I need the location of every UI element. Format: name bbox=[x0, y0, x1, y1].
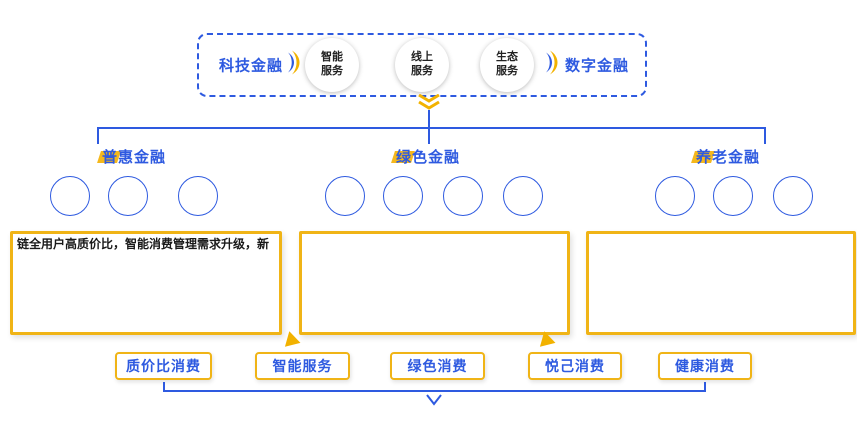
bracket-line bbox=[163, 382, 165, 391]
bracket-line bbox=[704, 382, 706, 391]
node-circle bbox=[178, 176, 218, 216]
pointer-arrow-icon bbox=[281, 329, 301, 347]
node-circle bbox=[503, 176, 543, 216]
node-circle bbox=[655, 176, 695, 216]
content-box-right bbox=[586, 231, 856, 335]
node-circle bbox=[50, 176, 90, 216]
bracket-arrow-icon bbox=[426, 393, 442, 411]
node-circle bbox=[383, 176, 423, 216]
top-services-panel: 科技金融 智能 服务 线上 服务 生态 服务 数字金融 bbox=[197, 33, 647, 97]
bottom-label-self-consumption: 悦己消费 bbox=[528, 352, 622, 380]
service-circle: 线上 服务 bbox=[395, 38, 449, 92]
down-chevron-icon bbox=[417, 93, 441, 115]
service-circle-label: 线上 bbox=[411, 51, 433, 64]
service-circle-label: 服务 bbox=[496, 65, 518, 77]
bottom-label-health-consumption: 健康消费 bbox=[658, 352, 752, 380]
connector-line bbox=[764, 127, 766, 144]
swoosh-icon bbox=[287, 50, 303, 81]
bottom-label-green-consumption: 绿色消费 bbox=[390, 352, 485, 380]
swoosh-icon bbox=[545, 50, 561, 81]
service-circle-label: 智能 bbox=[321, 51, 343, 64]
service-circle: 智能 服务 bbox=[305, 38, 359, 92]
branch-title-inclusive-finance: 普惠金融 bbox=[97, 146, 166, 167]
box-note: 链全用户高质价比，智能消费管理需求升级，新 bbox=[17, 237, 270, 251]
service-circle-label: 服务 bbox=[321, 65, 343, 77]
service-circle: 生态 服务 bbox=[480, 38, 534, 92]
bracket-line bbox=[163, 390, 706, 392]
node-circle bbox=[443, 176, 483, 216]
connector-line bbox=[428, 127, 430, 144]
branch-title-pension-finance: 养老金融 bbox=[691, 146, 760, 167]
digital-finance-label: 数字金融 bbox=[565, 57, 630, 75]
content-box-center bbox=[299, 231, 570, 335]
node-circle bbox=[108, 176, 148, 216]
connector-line bbox=[97, 127, 766, 129]
node-circle bbox=[713, 176, 753, 216]
content-box-left: 链全用户高质价比，智能消费管理需求升级，新 bbox=[10, 231, 282, 335]
pointer-arrow-icon bbox=[536, 329, 556, 347]
service-circle-label: 生态 bbox=[496, 51, 518, 64]
node-circle bbox=[773, 176, 813, 216]
branch-title-green-finance: 绿色金融 bbox=[391, 146, 460, 167]
bottom-label-smart-service: 智能服务 bbox=[255, 352, 350, 380]
connector-line bbox=[97, 127, 99, 144]
node-circle bbox=[325, 176, 365, 216]
connector-line bbox=[428, 110, 430, 127]
tech-finance-label: 科技金融 bbox=[219, 57, 284, 75]
bottom-label-value-consumption: 质价比消费 bbox=[115, 352, 212, 380]
service-circle-label: 服务 bbox=[411, 65, 433, 77]
